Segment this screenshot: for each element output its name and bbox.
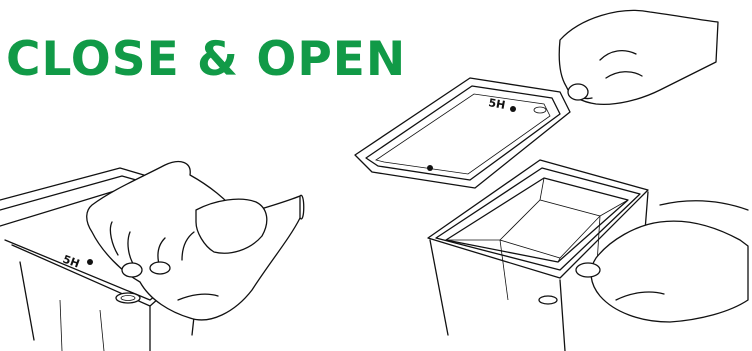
lifting-hand-icon xyxy=(559,10,718,104)
holding-hand-icon xyxy=(576,201,748,322)
